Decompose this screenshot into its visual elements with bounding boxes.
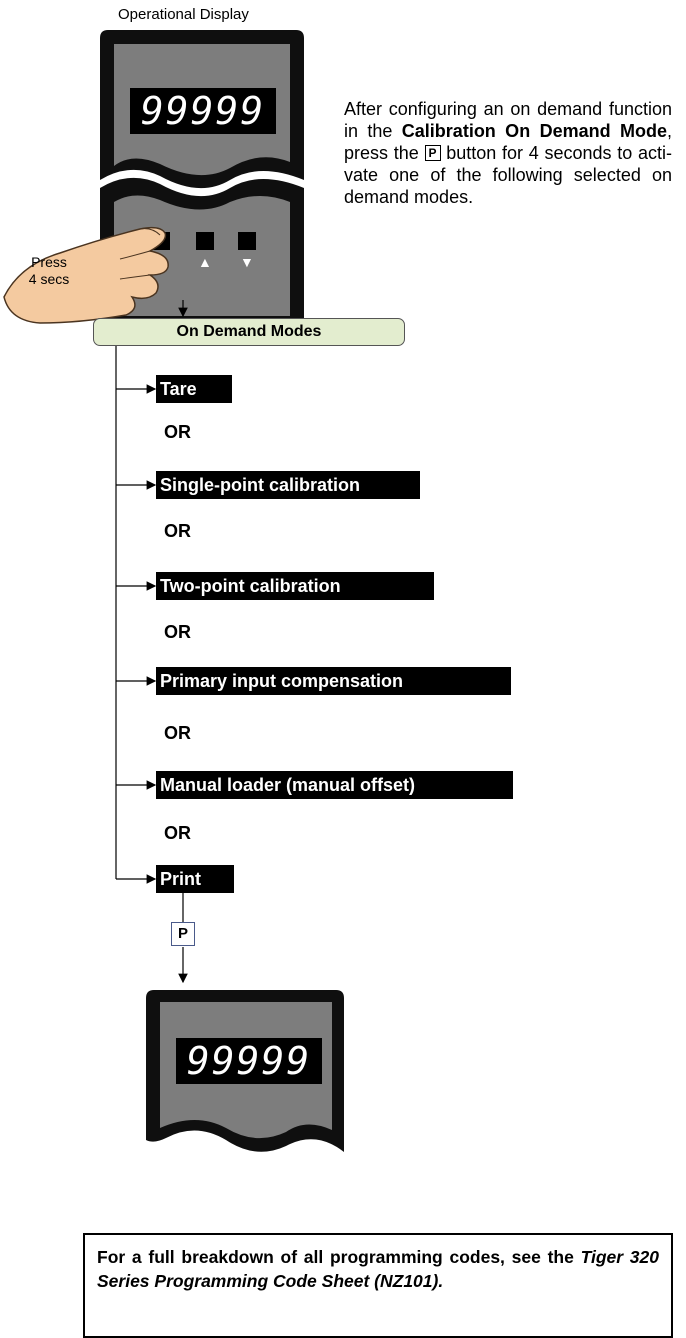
mode-print: Print (156, 865, 234, 893)
or-label: OR (164, 622, 191, 642)
intro-paragraph: After configuring an on demand function … (344, 98, 672, 208)
mode-manual-loader: Manual loader (manual offset) (156, 771, 513, 799)
or-label: OR (164, 422, 191, 442)
press-label-line2: 4 secs (28, 271, 70, 287)
p-key-icon: P (424, 145, 441, 161)
flow-connectors (115, 300, 188, 984)
reference-note: For a full breakdown of all programming … (83, 1233, 673, 1338)
press-label: Press 4 secs (14, 254, 84, 288)
bottom-display-readout: 99999 (186, 1039, 312, 1083)
or-label: OR (164, 521, 191, 541)
intro-bold-mode: Calibration On Demand Mode (401, 121, 667, 141)
intro-text-3: button for 4 seconds to acti- vate one o… (344, 143, 672, 207)
intro-text-2: , press the (344, 121, 672, 163)
note-text: For a full breakdown of all programming … (97, 1247, 581, 1267)
or-label: OR (164, 823, 191, 843)
up-arrow-icon: ▲ (198, 254, 212, 270)
top-display-readout: 99999 (140, 89, 266, 133)
mode-primary-input-compensation: Primary input compensation (156, 667, 511, 695)
on-demand-modes-header: On Demand Modes (93, 318, 405, 346)
or-label: OR (164, 723, 191, 743)
mode-single-point-calibration: Single-point calibration (156, 471, 420, 499)
mode-tare: Tare (156, 375, 232, 403)
p-key-icon: P (171, 922, 195, 946)
hand-press-icon (3, 226, 169, 324)
top-display-frame (100, 30, 304, 330)
mode-two-point-calibration: Two-point calibration (156, 572, 434, 600)
note-reference: Tiger 320 Series Programming Code Sheet … (97, 1247, 659, 1291)
intro-text-1: After configuring an on demand function … (344, 99, 672, 141)
bottom-display-device: 99999 (146, 990, 346, 1160)
top-display-device: 99999 P ▲ ▼ (100, 30, 304, 330)
operational-display-title: Operational Display (118, 6, 249, 23)
press-label-line1: Press (31, 254, 67, 270)
down-arrow-icon: ▼ (240, 254, 254, 270)
bottom-display-frame (146, 990, 344, 1152)
